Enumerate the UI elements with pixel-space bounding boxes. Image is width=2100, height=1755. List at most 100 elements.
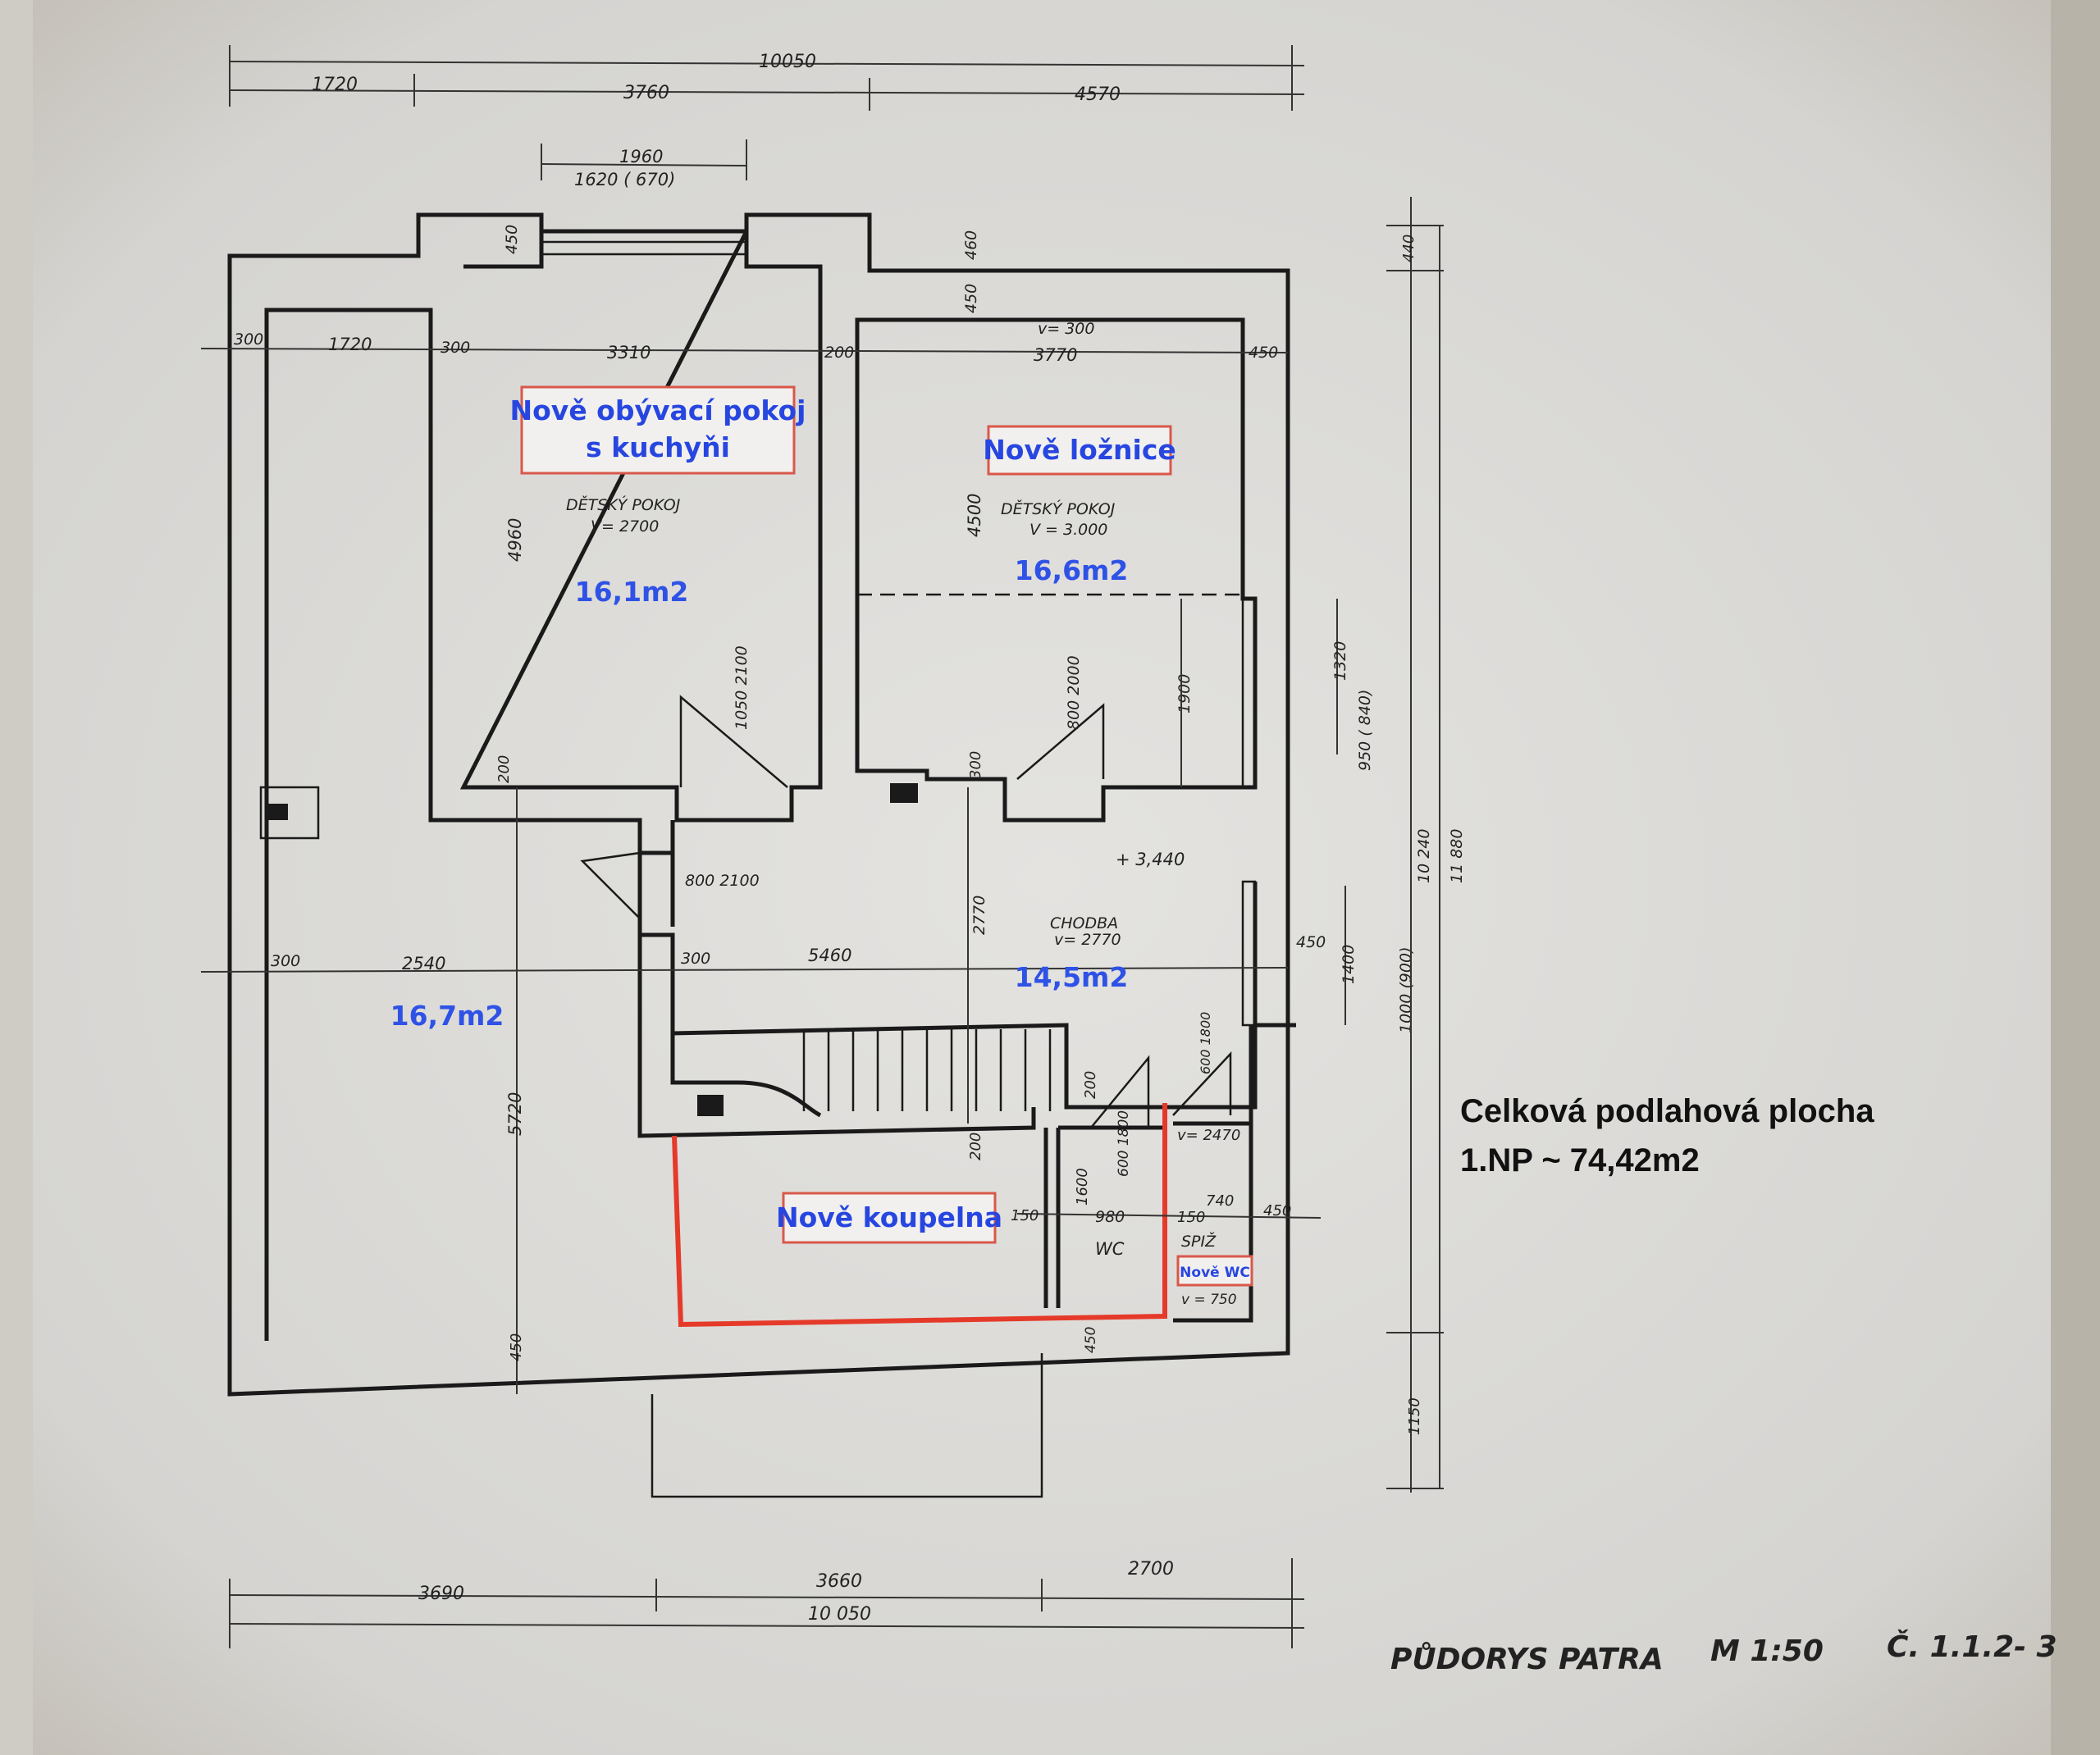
dim-bottom-total: 10 050 <box>808 1604 871 1625</box>
dim-wall-450b: 450 <box>508 1333 525 1361</box>
title-block: PŮDORYS PATRA M 1:50 Č. 1.1.2- 3 <box>1390 1630 2057 1676</box>
new-room-labels: Nově obývací pokoj s kuchyňi Nově ložnic… <box>510 385 1253 1287</box>
dim-150a: 150 <box>1011 1207 1039 1224</box>
summary-line-2: 1.NP ~ 74,42m2 <box>1460 1142 1700 1178</box>
dim-room2-width: 3770 <box>1034 345 1077 365</box>
summary-line-1: Celková podlahová plocha <box>1460 1093 1874 1129</box>
dim-wall-300a: 300 <box>967 751 984 779</box>
dim-wall-top-room2: 460 <box>962 230 980 260</box>
left-hall-area: 16,7m2 <box>390 1000 504 1032</box>
room2-new-label: Nově ložnice <box>983 434 1176 466</box>
room2-original-height: V = 3.000 <box>1029 521 1107 539</box>
dim-window-width: 1960 <box>619 147 663 166</box>
dim-1400: 1400 <box>1340 945 1358 984</box>
dim-600-1800: 600 1800 <box>1198 1012 1213 1074</box>
area-labels: 16,1m2 16,6m2 16,7m2 14,5m2 <box>390 554 1129 1032</box>
interior-dimensions: 300 1720 300 3310 200 v= 300 3770 450 45… <box>200 225 1415 1394</box>
dim-1000: 1000 (900) <box>1397 947 1415 1033</box>
paper-edge-right <box>2051 0 2100 1755</box>
drawing-number: Č. 1.1.2- 3 <box>1887 1630 2057 1664</box>
room2-original-name: DĚTSKÝ POKOJ <box>1001 499 1116 518</box>
dim-5720: 5720 <box>505 1092 525 1136</box>
room1-new-label-line1: Nově obývací pokoj <box>510 394 806 426</box>
wc-label: WC <box>1095 1239 1125 1259</box>
dim-bottom-seg-1: 3690 <box>418 1584 464 1604</box>
dim-right-vertical-b: 11 880 <box>1448 829 1466 883</box>
dim-1600: 1600 <box>1074 1168 1091 1206</box>
door-swings <box>580 695 1232 1128</box>
hall-level: + 3,440 <box>1116 850 1185 869</box>
dim-wall-200a: 200 <box>495 755 513 783</box>
dim-1320: 1320 <box>1331 641 1349 681</box>
dim-inner-wall-a: 300 <box>441 339 470 357</box>
corridor-label: CHODBA <box>1050 914 1118 932</box>
dim-bottom-seg-3: 2700 <box>1128 1559 1174 1580</box>
paper-edge-left <box>0 0 33 1755</box>
room1-original-height: V= 2700 <box>591 517 659 536</box>
dim-2770: 2770 <box>970 896 988 935</box>
top-dimensions: 10050 1720 3760 4570 1960 1620 ( 670) <box>229 45 1305 189</box>
dim-1900: 1900 <box>1176 674 1194 713</box>
dim-5460: 5460 <box>808 946 851 965</box>
new-bathroom-outline <box>672 1103 1167 1328</box>
dim-window-sub: 1620 ( 670) <box>574 170 675 189</box>
dim-bottom-seg-2: 3660 <box>816 1571 862 1592</box>
dim-top-seg-2: 3760 <box>623 83 669 103</box>
dim-room1-width: 3310 <box>607 343 651 362</box>
dim-door3: 800 2100 <box>685 872 760 890</box>
dim-top-seg-3: 4570 <box>1075 84 1121 105</box>
dim-top-total: 10050 <box>759 52 816 72</box>
dim-room2-height: 4500 <box>965 494 984 537</box>
corridor-area: 14,5m2 <box>1015 961 1129 993</box>
dim-right-top: 440 <box>1400 235 1418 262</box>
dim-980: 980 <box>1095 1208 1125 1226</box>
wc-new-label: Nově WC <box>1180 1265 1250 1281</box>
v2470: v= 2470 <box>1177 1127 1240 1144</box>
bath-new-label: Nově koupelna <box>776 1201 1002 1233</box>
dim-right-wall: 450 <box>1249 344 1278 362</box>
dim-room1-height: 4960 <box>505 518 525 562</box>
dim-wall-top-room2b: 450 <box>962 284 980 313</box>
dim-room2-height-label: v= 300 <box>1038 320 1094 338</box>
dim-wall-450d: 450 <box>1083 1327 1099 1353</box>
dim-450r: 450 <box>1296 933 1326 951</box>
dim-door1: 1050 2100 <box>733 645 751 730</box>
right-dimensions: 440 10 240 11 880 1150 <box>1386 197 1466 1493</box>
dim-wall-top-room1: 450 <box>503 225 521 254</box>
room1-original-name: DĚTSKÝ POKOJ <box>566 495 681 514</box>
dim-wall-200c: 200 <box>967 1133 984 1160</box>
room2-area: 16,6m2 <box>1015 554 1129 586</box>
dim-2540: 2540 <box>402 954 445 973</box>
dim-740: 740 <box>1206 1192 1234 1210</box>
chimney-top <box>890 783 918 803</box>
dim-450c: 450 <box>1263 1202 1291 1219</box>
dim-door2: 800 2000 <box>1065 655 1083 730</box>
dim-right-vertical-a: 10 240 <box>1415 829 1433 883</box>
v750: v = 750 <box>1181 1292 1237 1308</box>
dim-wall-mid: 200 <box>824 344 854 362</box>
dim-wall-200b: 200 <box>1082 1071 1099 1099</box>
chimney-left <box>259 786 320 840</box>
corridor-height: v= 2770 <box>1054 931 1121 949</box>
dim-right-bottom: 1150 <box>1406 1397 1423 1435</box>
original-room-labels: DĚTSKÝ POKOJ V= 2700 DĚTSKÝ POKOJ V = 3.… <box>566 495 1116 539</box>
bottom-dimensions: 3690 3660 2700 10 050 <box>229 1558 1305 1648</box>
chimney-bottom <box>697 1095 724 1116</box>
room1-new-label-line2: s kuchyňi <box>586 431 730 463</box>
dim-150b: 150 <box>1177 1209 1205 1226</box>
dim-left-wall: 300 <box>234 330 263 349</box>
dim-wall-300c: 300 <box>271 952 300 970</box>
dim-wall-300b: 300 <box>681 950 710 968</box>
dim-600-1800b: 600 1800 <box>1116 1110 1132 1177</box>
dim-950: 950 ( 840) <box>1356 690 1374 771</box>
floor-area-summary: Celková podlahová plocha 1.NP ~ 74,42m2 <box>1460 1093 1874 1178</box>
stair-treads <box>827 1029 1052 1111</box>
spiz-label: SPIŽ <box>1181 1232 1217 1251</box>
dim-left-hall-width: 1720 <box>328 335 372 354</box>
drawing-title: PŮDORYS PATRA <box>1390 1642 1664 1676</box>
room1-area: 16,1m2 <box>575 576 689 608</box>
dim-top-seg-1: 1720 <box>312 75 358 95</box>
drawing-scale: M 1:50 <box>1710 1634 1824 1668</box>
